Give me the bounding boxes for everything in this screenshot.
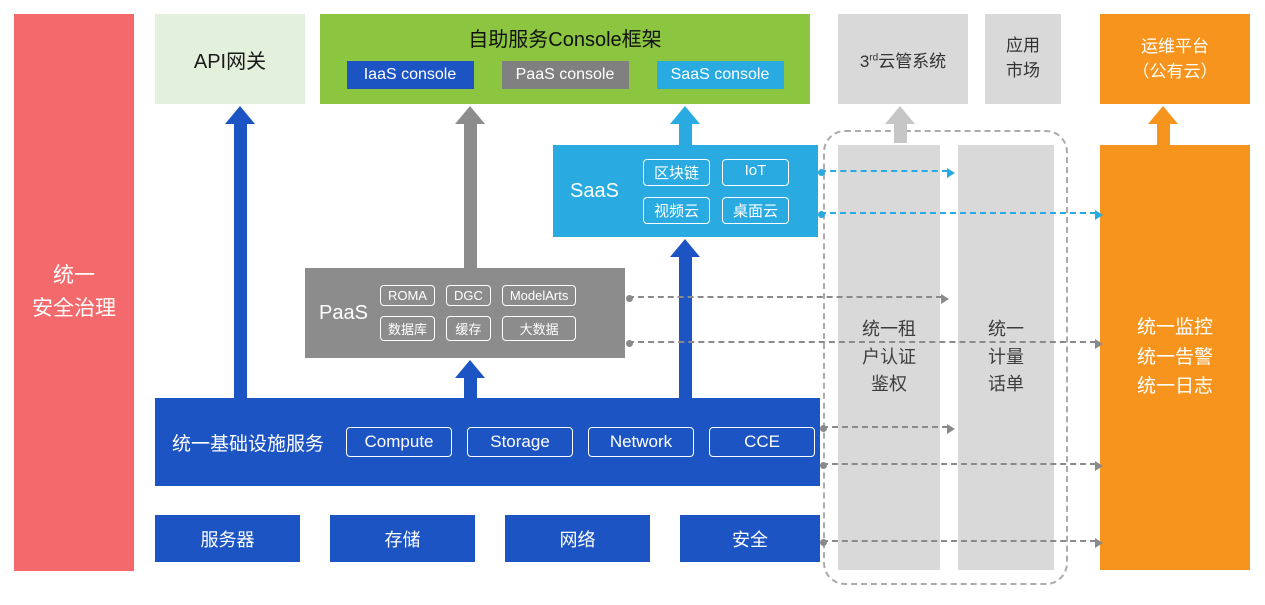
arrow-infra-to-saas	[670, 239, 700, 398]
infrastructure-services: Compute Storage Network CCE	[346, 427, 816, 457]
arrow-paas-to-console	[455, 106, 485, 268]
arrow-monitoring-to-ops-platform	[1148, 106, 1178, 145]
paas-layer-label: PaaS	[319, 301, 368, 324]
saas-service-video-cloud: 视频云	[642, 196, 710, 224]
iaas-console-chip: IaaS console	[346, 61, 474, 89]
metering-line2: 计量	[988, 346, 1024, 367]
metering-line3: 话单	[988, 374, 1024, 395]
saas-service-blockchain: 区块链	[642, 158, 710, 186]
monitoring-pillar: 统一监控 统一告警 统一日志	[1100, 145, 1250, 570]
saas-console-chip: SaaS console	[656, 61, 784, 89]
infrastructure-label: 统一基础设施服务	[172, 433, 325, 455]
arrow-auth-to-third-party	[885, 106, 915, 143]
tenant-auth-line1: 统一租	[862, 318, 916, 339]
paas-service-modelarts: ModelArts	[501, 285, 577, 306]
hardware-network-box: 网络	[505, 515, 650, 562]
arrow-infra-to-paas	[455, 360, 485, 398]
saas-service-desktop-cloud: 桌面云	[721, 196, 789, 224]
arrow-infra-to-api-gateway	[225, 106, 255, 398]
arrow-saas-to-console	[670, 106, 700, 145]
connector-infra-to-metering	[820, 424, 955, 434]
metering-line1: 统一	[988, 318, 1024, 339]
ops-platform-line1: 运维平台	[1141, 36, 1209, 56]
shared-services-dashed-zone	[823, 130, 1068, 585]
api-gateway-label: API网关	[193, 50, 267, 73]
saas-services: 区块链 IoT 视频云 桌面云	[642, 158, 789, 224]
infra-service-network: Network	[588, 427, 695, 457]
connector-infra-to-monitoring	[820, 461, 1103, 471]
paas-service-bigdata: 大数据	[501, 316, 577, 341]
saas-layer-label: SaaS	[570, 179, 619, 202]
paas-service-dgc: DGC	[445, 285, 491, 306]
connector-paas-to-monitoring	[626, 339, 1103, 349]
console-framework-box: 自助服务Console框架 IaaS console PaaS console …	[320, 14, 810, 104]
app-market-line1: 应用	[1006, 36, 1040, 56]
hardware-storage-box: 存储	[330, 515, 475, 562]
infra-service-compute: Compute	[346, 427, 453, 457]
third-party-cloud-box: 3rd云管系统	[838, 14, 968, 104]
paas-service-database: 数据库	[379, 316, 435, 341]
paas-layer-box: PaaS ROMA DGC ModelArts 数据库 缓存 大数据	[305, 268, 625, 358]
app-market-line2: 市场	[1006, 61, 1040, 80]
monitoring-line2: 统一告警	[1136, 346, 1213, 368]
paas-service-roma: ROMA	[379, 285, 435, 306]
infra-service-cce: CCE	[709, 427, 816, 457]
infrastructure-layer-box: 统一基础设施服务 Compute Storage Network CCE	[155, 398, 820, 486]
ops-platform-box: 运维平台 （公有云）	[1100, 14, 1250, 104]
monitoring-line1: 统一监控	[1136, 317, 1213, 339]
infra-service-storage: Storage	[467, 427, 574, 457]
saas-service-iot: IoT	[721, 158, 789, 186]
console-framework-title: 自助服务Console框架	[468, 29, 662, 51]
connector-hardware-to-monitoring	[820, 538, 1103, 548]
paas-services: ROMA DGC ModelArts 数据库 缓存 大数据	[379, 285, 577, 341]
console-framework-items: IaaS console PaaS console SaaS console	[346, 61, 784, 89]
tenant-auth-line2: 户认证	[862, 346, 916, 367]
paas-service-cache: 缓存	[445, 316, 491, 341]
paas-console-chip: PaaS console	[501, 61, 629, 89]
saas-layer-box: SaaS 区块链 IoT 视频云 桌面云	[553, 145, 818, 237]
connector-paas-to-metering	[626, 294, 949, 304]
monitoring-line3: 统一日志	[1136, 376, 1213, 398]
hardware-server-box: 服务器	[155, 515, 300, 562]
tenant-auth-line3: 鉴权	[871, 374, 907, 395]
connector-saas-to-monitoring	[818, 210, 1103, 220]
tenant-auth-pillar: 统一租 户认证 鉴权	[838, 145, 940, 570]
metering-billing-pillar: 统一 计量 话单	[958, 145, 1054, 570]
security-governance-line1: 统一	[53, 263, 95, 287]
ops-platform-line2: （公有云）	[1132, 62, 1218, 81]
app-market-box: 应用 市场	[985, 14, 1061, 104]
security-governance-line2: 安全治理	[32, 296, 116, 320]
security-governance-pillar: 统一 安全治理	[14, 14, 134, 571]
connector-saas-to-metering	[818, 168, 955, 178]
hardware-security-box: 安全	[680, 515, 820, 562]
third-party-cloud-label: 3rd云管系统	[859, 51, 947, 71]
api-gateway-box: API网关	[155, 14, 305, 104]
